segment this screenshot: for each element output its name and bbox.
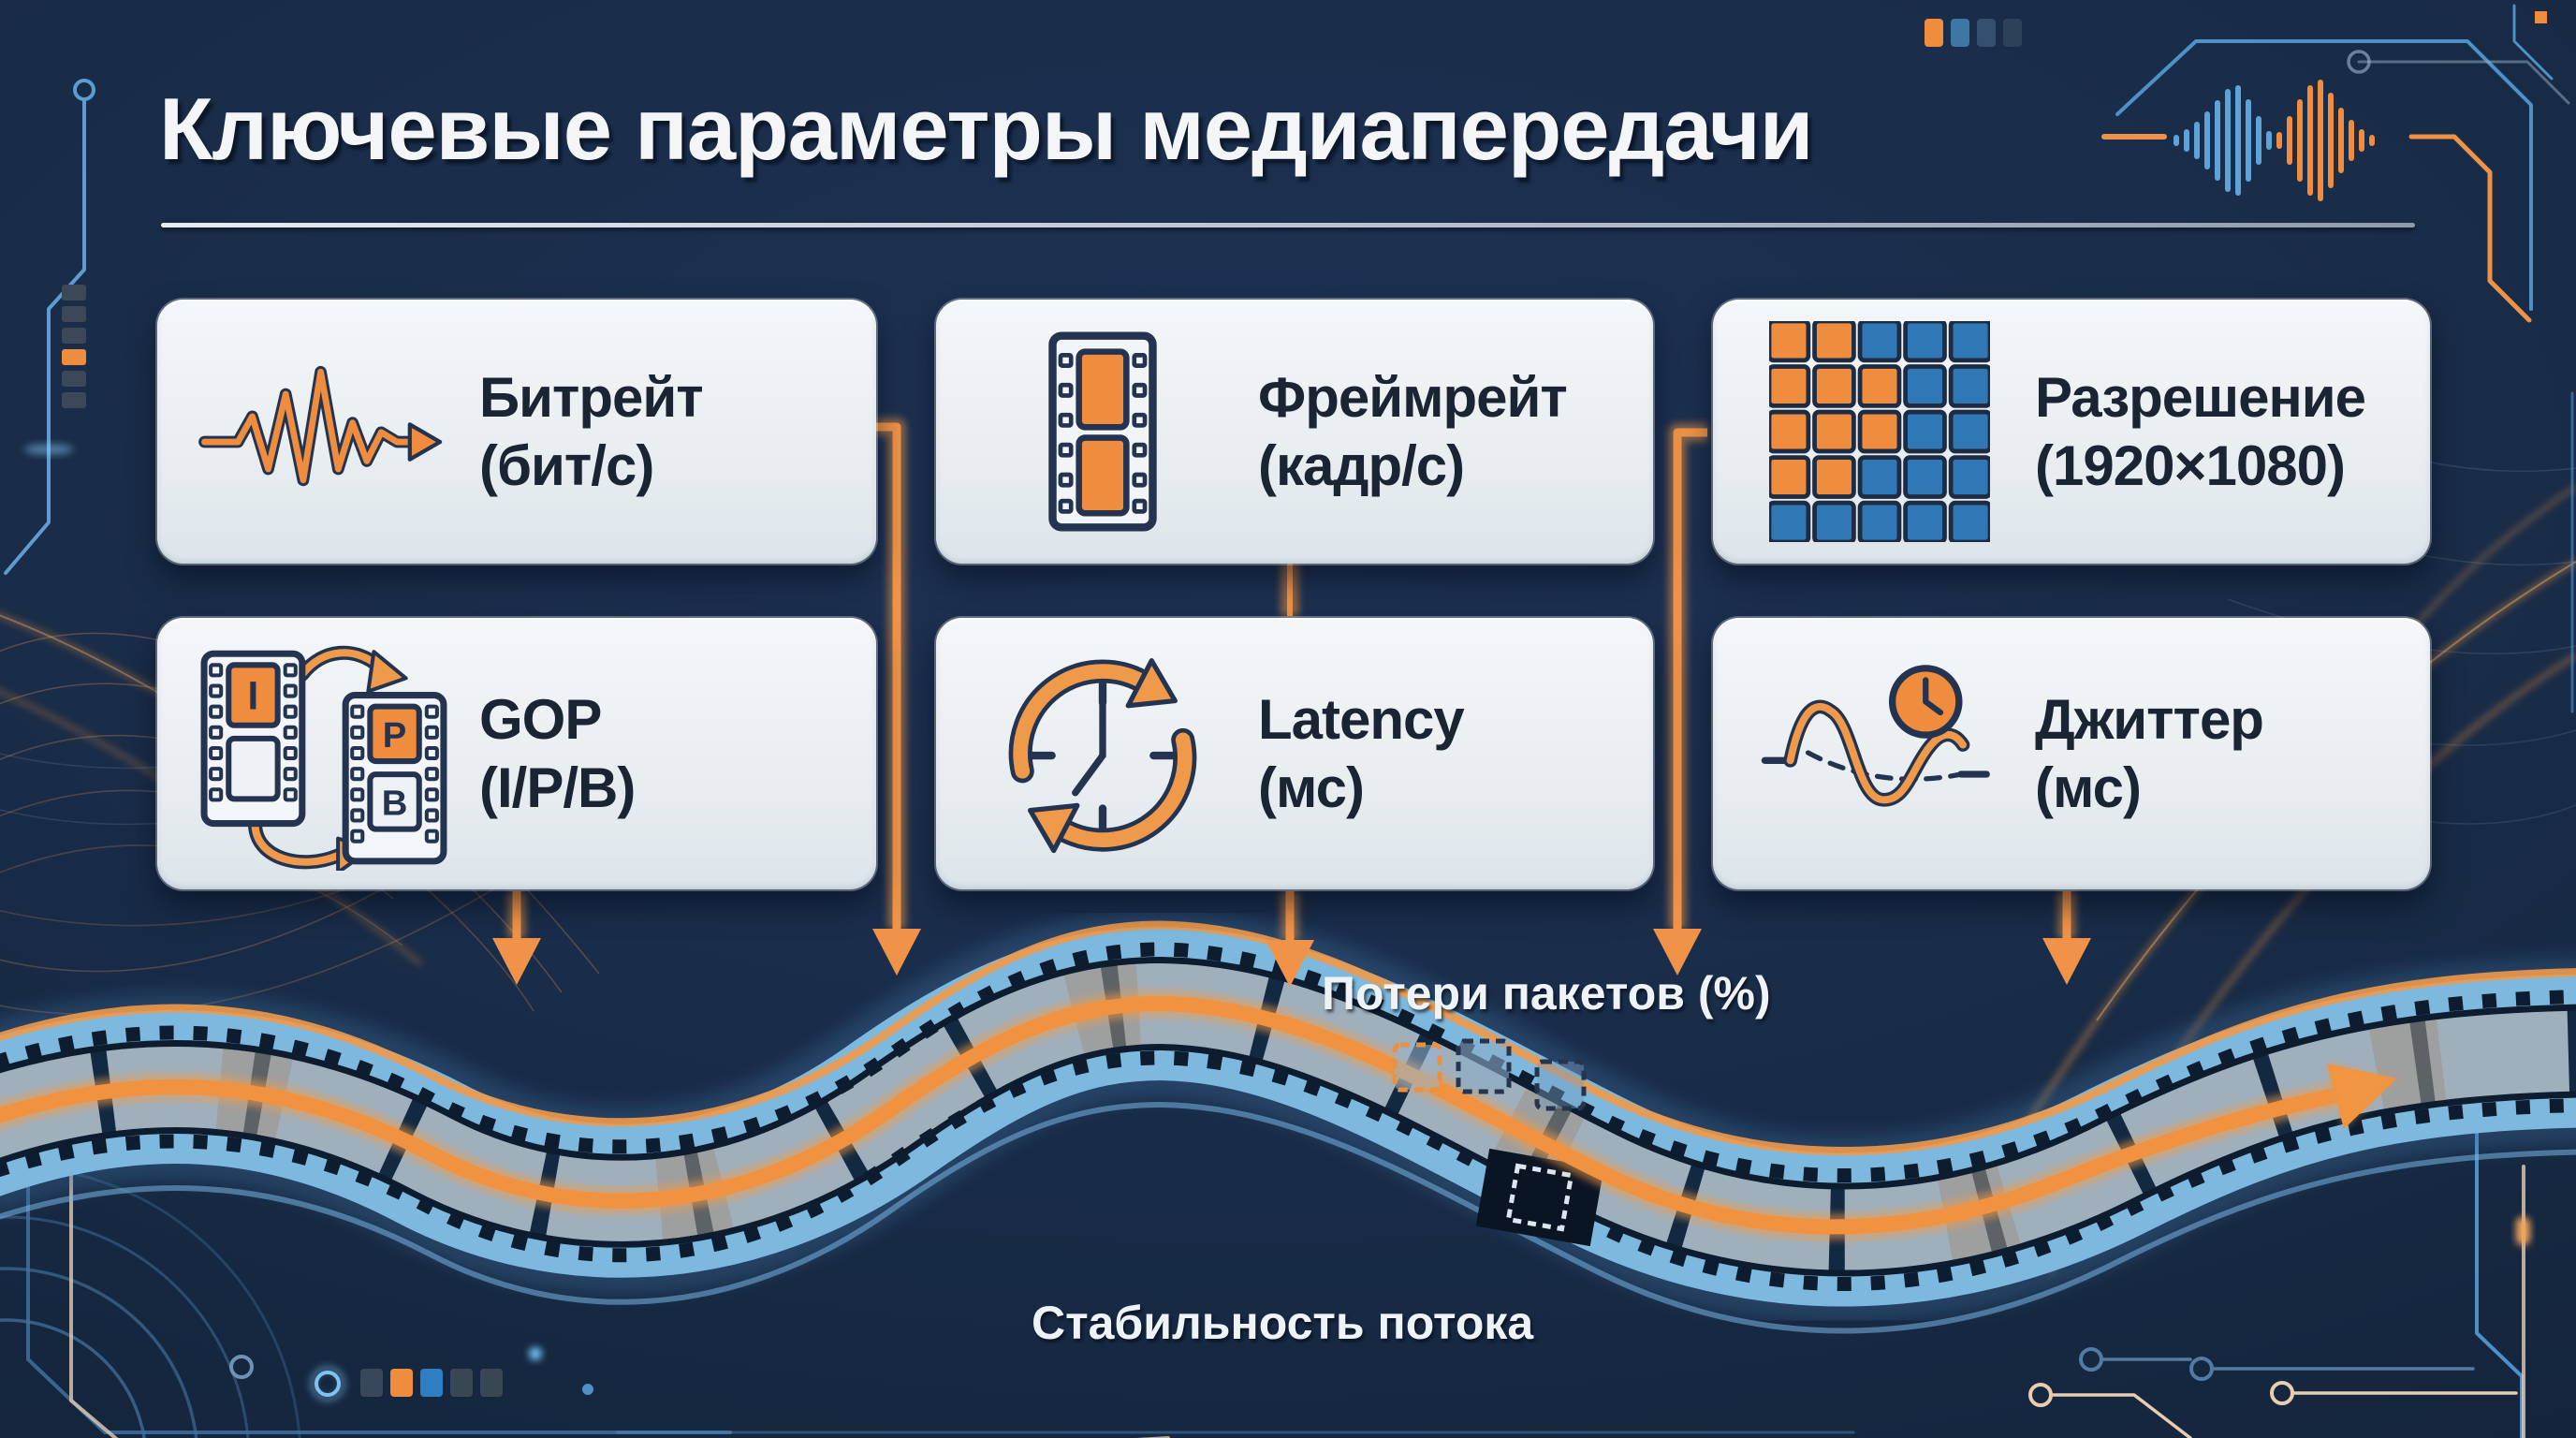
card-latency: Latency(мс) (936, 618, 1653, 889)
pixel-orange (1812, 455, 1856, 499)
clock-rotate-icon (975, 646, 1230, 861)
waveform-bar-orange (2338, 108, 2344, 173)
pixel-orange (1769, 364, 1811, 408)
card-latency-label: Latency(мс) (1258, 687, 1465, 819)
pixel-orange (1769, 409, 1811, 454)
card-resolution-label: Разрешение(1920×1080) (2035, 365, 2366, 497)
pixel-blue (1769, 500, 1811, 542)
waveform-arrow-icon (197, 336, 451, 527)
waveform-bar-orange (2287, 116, 2292, 165)
pixel-grid-icon (1752, 321, 2007, 542)
pixel-blue (1948, 409, 1990, 454)
waveform-bar-blue (2225, 89, 2231, 192)
stream-stability-label: Стабильность потока (1032, 1297, 1534, 1349)
title-underline (161, 223, 2415, 227)
card-bitrate: Битрейт(бит/с) (157, 300, 876, 564)
svg-text:B: B (382, 783, 408, 823)
pixel-blue (1903, 321, 1947, 363)
waveform-bar-blue (2256, 116, 2261, 165)
pixel-orange (1812, 321, 1856, 363)
pixel-orange (1857, 364, 1902, 408)
waveform-bar-orange (2297, 99, 2303, 182)
waveform-bar-orange (2359, 129, 2364, 152)
card-bitrate-label: Битрейт(бит/с) (479, 365, 704, 497)
pixel-orange (1812, 364, 1856, 408)
waveform-bar-orange (2307, 85, 2313, 196)
pixel-blue (1903, 409, 1947, 454)
stream-flow-arrow (0, 1004, 2396, 1226)
pixel-orange (1812, 409, 1856, 454)
waveform-bar-orange (2328, 93, 2334, 188)
pixel-blue (1903, 455, 1947, 499)
card-framerate-label: Фреймрейт(кадр/с) (1258, 365, 1568, 497)
pixel-orange (1857, 409, 1902, 454)
svg-text:I: I (248, 674, 259, 718)
pixel-blue (1948, 321, 1990, 363)
waveform-bar-blue (2174, 135, 2179, 146)
gop-filmstrips-icon: I P B (197, 637, 451, 871)
waveform-bar-orange (2349, 120, 2354, 161)
sine-wave-clock-icon (1752, 651, 2007, 857)
waveform-bar-blue (2194, 122, 2200, 159)
waveform-bar-orange (2369, 135, 2375, 146)
packet-loss-label: Потери пакетов (%) (1322, 967, 1771, 1020)
card-jitter: Джиттер(мс) (1713, 618, 2430, 889)
packet-squares (1392, 1038, 1587, 1111)
card-gop: I P B GOP( (157, 618, 876, 889)
waveform-bar-blue (2184, 129, 2189, 152)
waveform-bar-blue (2266, 131, 2272, 150)
pixel-blue (1948, 455, 1990, 499)
waveform-bar-blue (2246, 99, 2251, 182)
connector-arrows (492, 418, 2091, 987)
page-title: Ключевые параметры медиапередачи (159, 80, 1814, 178)
card-resolution: Разрешение(1920×1080) (1713, 300, 2430, 564)
pixel-blue (1857, 455, 1902, 499)
pixel-blue (1857, 321, 1902, 363)
filmstrip-icon (975, 326, 1230, 537)
waveform-bar-blue (2235, 85, 2241, 196)
pixel-blue (1948, 364, 1990, 408)
waveform-bar-blue (2204, 111, 2210, 169)
card-jitter-label: Джиттер(мс) (2035, 687, 2264, 819)
pixel-blue (1903, 364, 1947, 408)
film-strip (0, 925, 2576, 1331)
pixel-orange (1769, 321, 1811, 363)
waveform-bar-orange (2318, 80, 2323, 201)
waveform-bar-blue (2215, 100, 2220, 181)
audio-waveform-icon (2174, 75, 2375, 206)
pixel-blue (1948, 500, 1990, 542)
pixel-blue (1903, 500, 1947, 542)
waveform-bar-orange (2276, 132, 2282, 149)
svg-text:P: P (383, 715, 407, 756)
pixel-blue (1857, 500, 1902, 542)
card-framerate: Фреймрейт(кадр/с) (936, 300, 1653, 564)
card-gop-label: GOP(I/P/B) (479, 687, 636, 819)
pixel-blue (1812, 500, 1856, 542)
pixel-orange (1769, 455, 1811, 499)
lost-frame (1475, 1148, 1604, 1247)
